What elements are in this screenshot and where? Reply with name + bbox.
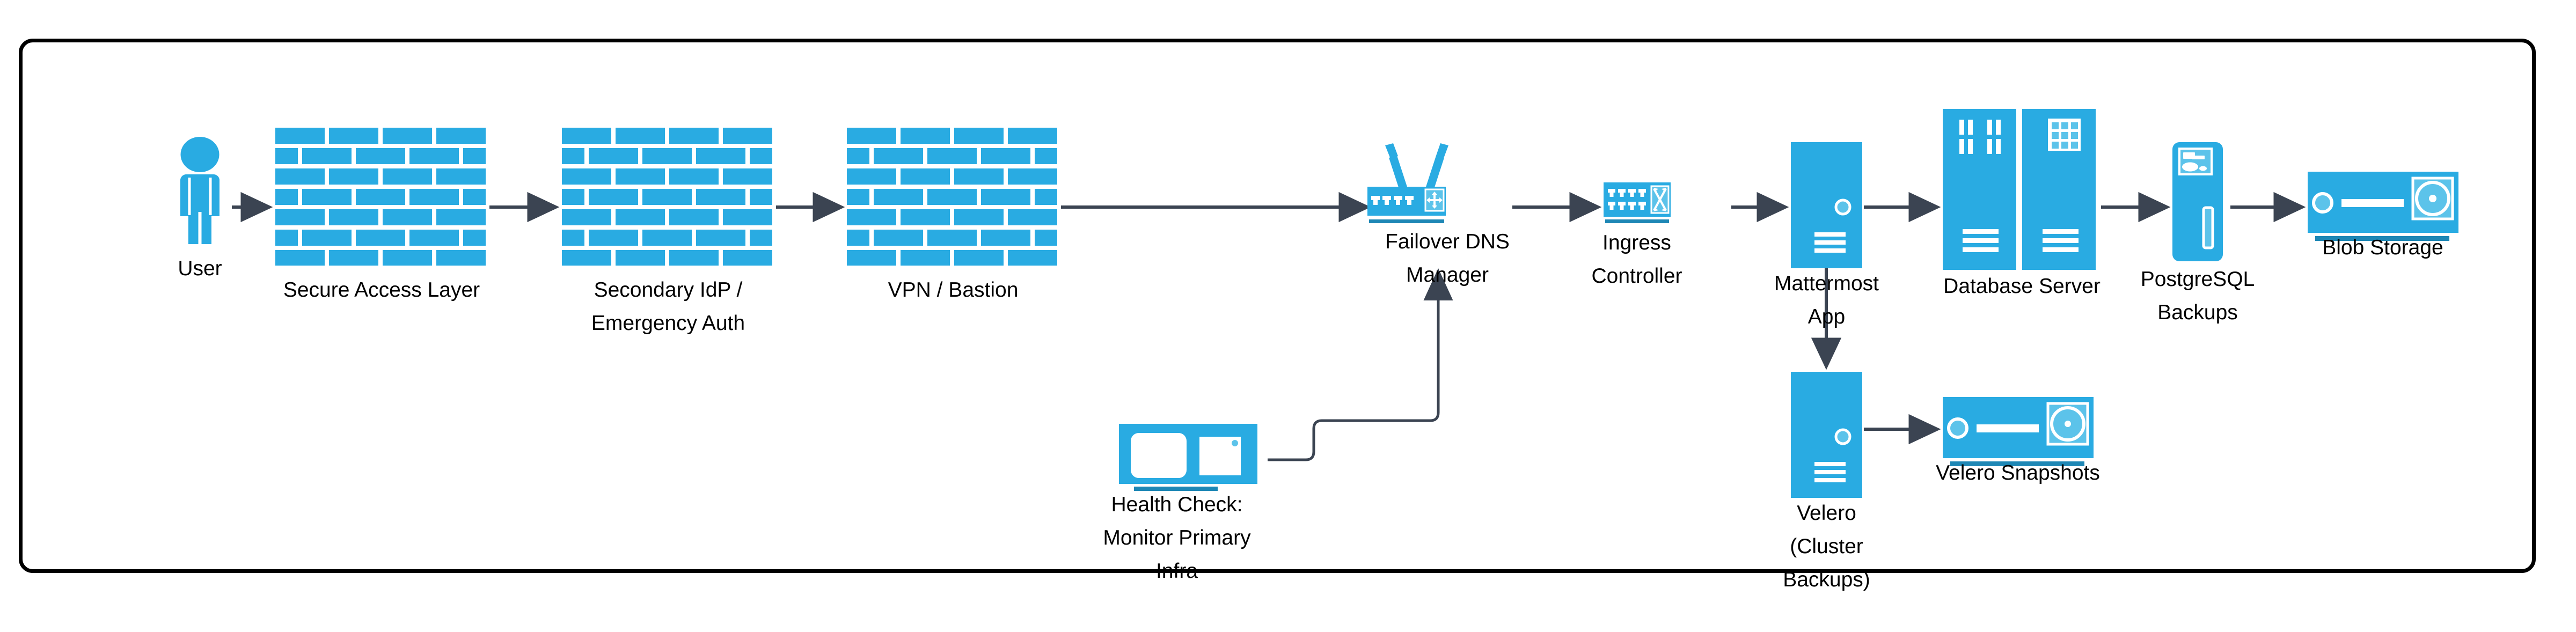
node-label-secondary-idp: Secondary IdP / Emergency Auth [591, 278, 745, 335]
node-label-velero: Velero (Cluster Backups) [1783, 502, 1870, 591]
node-label-database-server: Database Server [1943, 275, 2101, 298]
server-rack-dual-icon [1943, 109, 2096, 270]
node-label-postgresql-backups: PostgreSQL Backups [2140, 268, 2255, 324]
node-database-server[interactable]: Database Server [1943, 109, 2101, 298]
node-secondary-idp[interactable]: Secondary IdP / Emergency Auth [562, 128, 774, 335]
node-label-failover-dns-manager: Failover DNS Manager [1385, 230, 1510, 286]
monitor-check-icon [1119, 424, 1257, 491]
node-blob-storage[interactable]: Blob Storage [2308, 172, 2462, 259]
node-vpn-bastion[interactable]: VPN / Bastion [847, 128, 1059, 302]
node-user[interactable]: User [169, 137, 231, 280]
node-postgresql-backups[interactable]: PostgreSQL Backups [2141, 142, 2255, 324]
person-icon [180, 137, 219, 244]
backup-tower-icon [2172, 142, 2223, 261]
storage-unit-icon [2308, 172, 2458, 241]
node-label-blob-storage: Blob Storage [2322, 236, 2443, 259]
infrastructure-boundary [19, 39, 2536, 573]
network-switch-icon [1604, 182, 1671, 223]
node-health-check[interactable]: Health Check: Monitor Primary Infra [1103, 424, 1269, 583]
server-tower-icon [1791, 142, 1862, 268]
node-label-vpn-bastion: VPN / Bastion [888, 278, 1019, 302]
brick-wall-icon [275, 128, 486, 266]
node-label-user: User [178, 257, 222, 280]
brick-wall-icon [562, 128, 772, 266]
node-secure-access-layer[interactable]: Secure Access Layer [275, 128, 488, 302]
node-label-health-check: Health Check: Monitor Primary Infra [1103, 493, 1251, 583]
node-label-mattermost-app: Mattermost App [1774, 272, 1879, 328]
server-tower-icon [1791, 372, 1862, 498]
node-label-velero-snapshots: Velero Snapshots [1936, 461, 2100, 484]
node-mattermost-app[interactable]: Mattermost App [1774, 142, 1879, 328]
node-velero[interactable]: Velero (Cluster Backups) [1783, 372, 1870, 591]
node-label-secure-access-layer: Secure Access Layer [283, 278, 480, 302]
node-label-ingress-controller: Ingress Controller [1591, 231, 1682, 288]
node-velero-snapshots[interactable]: Velero Snapshots [1936, 397, 2100, 484]
storage-unit-icon [1943, 397, 2094, 466]
node-failover-dns-manager[interactable]: Failover DNS Manager [1366, 142, 1512, 286]
brick-wall-icon [847, 128, 1057, 266]
wireless-router-icon [1367, 143, 1448, 223]
node-ingress-controller[interactable]: Ingress Controller [1591, 182, 1731, 288]
